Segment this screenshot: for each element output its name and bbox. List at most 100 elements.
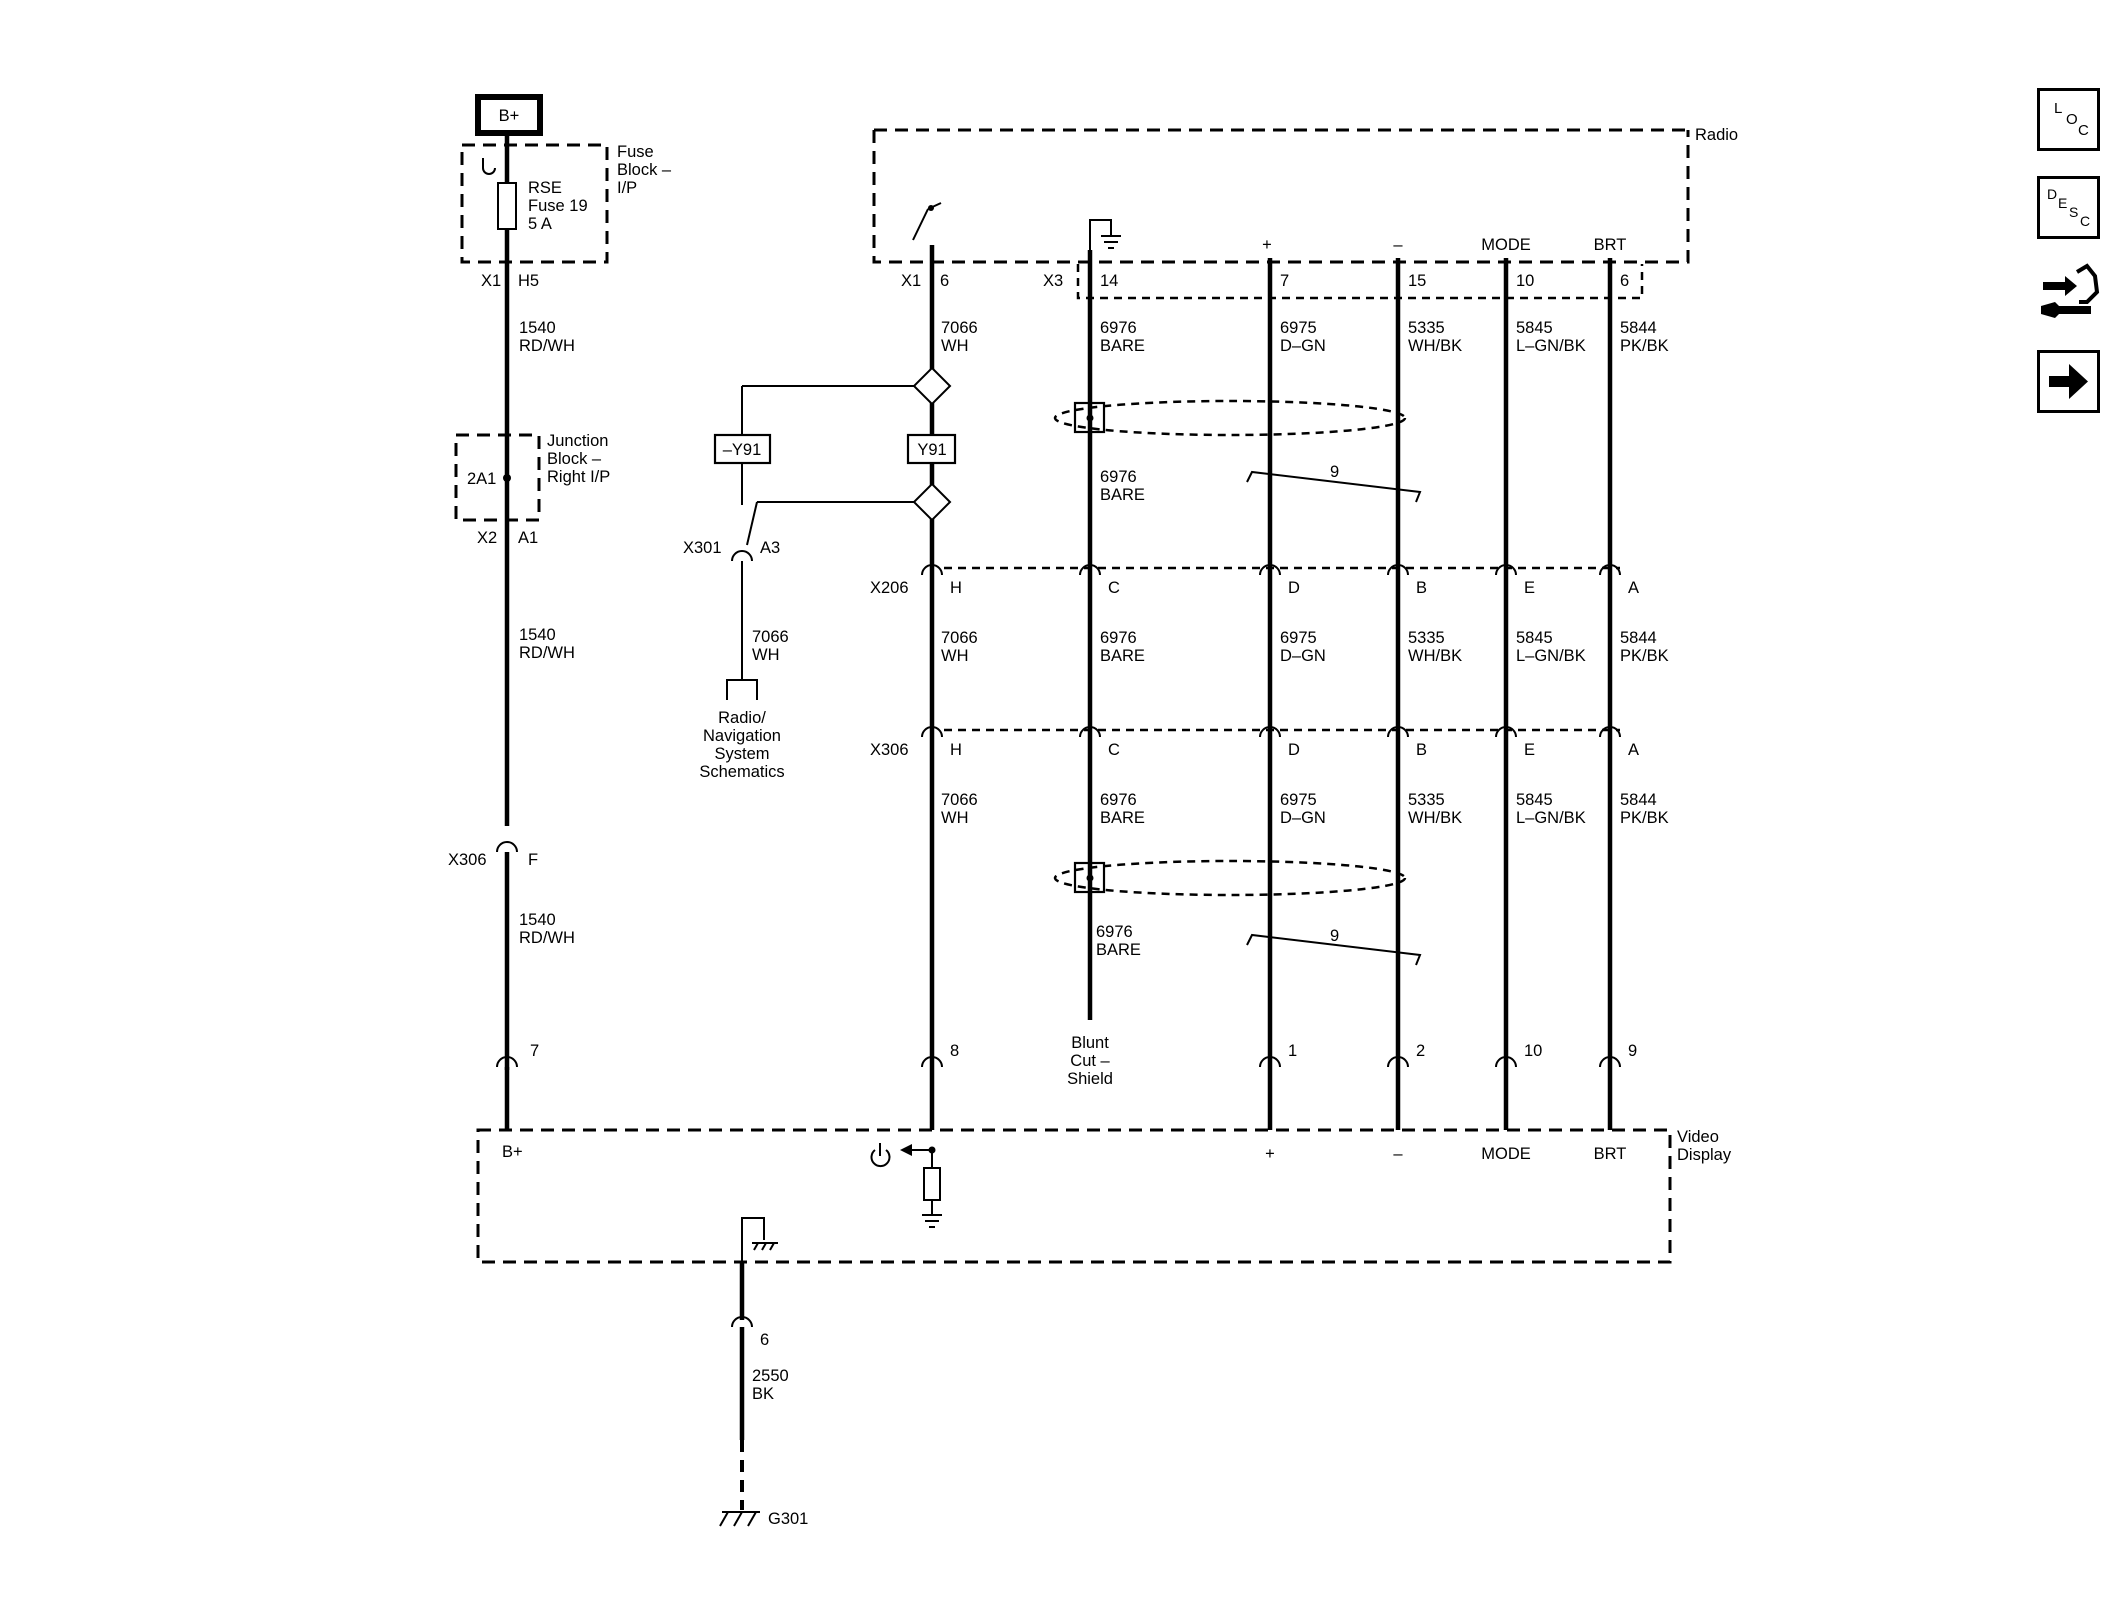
junction-terminal: 2A1 xyxy=(467,470,496,488)
c-color-5: BARE xyxy=(1096,941,1141,959)
junction-connector: X2 xyxy=(477,529,497,547)
reference-line-4: Schematics xyxy=(699,763,784,781)
radio-signal-minus: – xyxy=(1393,236,1403,254)
desc-letter-1: D xyxy=(2047,186,2057,202)
b-circuit-3: 7066 xyxy=(941,791,978,809)
desc-letter-3: S xyxy=(2069,204,2078,220)
junction-title-2: Block – xyxy=(547,450,602,468)
f-display-pin: 10 xyxy=(1524,1042,1542,1060)
ground-color: BK xyxy=(752,1385,774,1403)
fuse-connector: X1 xyxy=(481,272,501,290)
junction-block: 2A1 Junction Block – Right I/P X2 A1 xyxy=(454,432,610,547)
g-x206-pin: A xyxy=(1628,579,1639,597)
b-circuit-1: 7066 xyxy=(941,319,978,337)
g-display-pin: 9 xyxy=(1628,1042,1637,1060)
junction-title-3: Right I/P xyxy=(547,468,610,486)
g-color-3: PK/BK xyxy=(1620,809,1669,827)
twist-upper xyxy=(1246,470,1422,503)
g-color-2: PK/BK xyxy=(1620,647,1669,665)
display-signal-brt: BRT xyxy=(1594,1145,1627,1163)
arrow-right-icon xyxy=(2049,364,2088,399)
connector-diagnostic-button[interactable] xyxy=(2035,262,2103,330)
e-color-3: WH/BK xyxy=(1408,809,1462,827)
shield-lower xyxy=(1053,859,1407,897)
fuse-block-title-2: Block – xyxy=(617,161,672,179)
d-circuit-3: 6975 xyxy=(1280,791,1317,809)
loc-letter-3: C xyxy=(2078,122,2089,139)
pull-down-resistor xyxy=(923,1167,941,1201)
e-circuit-1: 5335 xyxy=(1408,319,1445,337)
ground-symbol-g301 xyxy=(719,1511,760,1527)
reference-line-2: Navigation xyxy=(703,727,781,745)
x301-connector: X301 xyxy=(683,539,722,557)
c-x306-pin: C xyxy=(1108,741,1120,759)
ground-circuit: 2550 xyxy=(752,1367,789,1385)
description-button[interactable]: D E S C xyxy=(2037,176,2100,239)
g-circuit-2: 5844 xyxy=(1620,629,1657,647)
location-button[interactable]: L O C xyxy=(2037,88,2100,151)
e-x206-pin: B xyxy=(1416,579,1427,597)
display-signal-mode: MODE xyxy=(1481,1145,1531,1163)
f-color-3: L–GN/BK xyxy=(1516,809,1586,827)
fuse-pin: H5 xyxy=(518,272,539,290)
c-color-1: BARE xyxy=(1100,337,1145,355)
option-with-y91-box xyxy=(906,433,957,465)
f-radio-pin: 10 xyxy=(1516,272,1534,290)
radio-signal-brt: BRT xyxy=(1594,236,1627,254)
radio-x1-connector: X1 xyxy=(901,272,921,290)
power-x306-connector: X306 xyxy=(448,851,487,869)
video-display-module: Video Display B+ + – MODE BRT xyxy=(476,1128,1732,1264)
d-x206-pin: D xyxy=(1288,579,1300,597)
d-display-pin: 1 xyxy=(1288,1042,1297,1060)
fuse-block-title-3: I/P xyxy=(617,179,637,197)
fuse-number: Fuse 19 xyxy=(528,197,588,215)
b-circuit-2: 7066 xyxy=(941,629,978,647)
e-x306-pin: B xyxy=(1416,741,1427,759)
shield-end-1: Blunt xyxy=(1071,1034,1109,1052)
fuse-block: Fuse Block – I/P RSE Fuse 19 5 A X1 H5 xyxy=(460,143,672,290)
display-signal-plus: + xyxy=(1265,1145,1275,1163)
c-color-3: BARE xyxy=(1100,647,1145,665)
x301-circuit: 7066 xyxy=(752,628,789,646)
radio-signal-mode: MODE xyxy=(1481,236,1531,254)
video-display-title-1: Video xyxy=(1677,1128,1719,1146)
c-circuit-4: 6976 xyxy=(1100,791,1137,809)
f-color-2: L–GN/BK xyxy=(1516,647,1586,665)
x301-pin: A3 xyxy=(760,539,780,557)
f-circuit-2: 5845 xyxy=(1516,629,1553,647)
reference-line-1: Radio/ xyxy=(718,709,766,727)
video-display-title-2: Display xyxy=(1677,1146,1732,1164)
e-circuit-2: 5335 xyxy=(1408,629,1445,647)
radio-navigation-reference[interactable]: Radio/ Navigation System Schematics xyxy=(699,709,784,781)
radio-module: Radio + – MODE BRT X1 X3 xyxy=(872,126,1738,300)
ground-pin: 6 xyxy=(760,1331,769,1349)
power-x306-pin: F xyxy=(528,851,538,869)
d-radio-pin: 7 xyxy=(1280,272,1289,290)
desc-letter-2: E xyxy=(2058,195,2067,211)
f-color-1: L–GN/BK xyxy=(1516,337,1586,355)
power-wire-color-3: RD/WH xyxy=(519,929,575,947)
desc-icon: D E S C xyxy=(2047,186,2090,229)
b-color-1: WH xyxy=(941,337,969,355)
loc-letter-1: L xyxy=(2054,100,2062,117)
power-wire-color-1: RD/WH xyxy=(519,337,575,355)
c-circuit-5: 6976 xyxy=(1096,923,1133,941)
g-circuit-3: 5844 xyxy=(1620,791,1657,809)
power-wire-circuit-3: 1540 xyxy=(519,911,556,929)
c-color-4: BARE xyxy=(1100,809,1145,827)
desc-letter-4: C xyxy=(2080,213,2090,229)
g-x306-pin: A xyxy=(1628,741,1639,759)
x301-color: WH xyxy=(752,646,780,664)
d-color-1: D–GN xyxy=(1280,337,1326,355)
battery-source: B+ xyxy=(475,94,543,136)
shield-end-2: Cut – xyxy=(1070,1052,1110,1070)
f-x206-pin: E xyxy=(1524,579,1535,597)
c-circuit-2: 6976 xyxy=(1100,468,1137,486)
option-without-y91: –Y91 xyxy=(723,441,762,459)
loc-letter-2: O xyxy=(2066,111,2078,128)
ground-label: G301 xyxy=(768,1510,808,1528)
next-page-button[interactable] xyxy=(2037,350,2100,413)
shield-upper xyxy=(1053,399,1407,437)
e-radio-pin: 15 xyxy=(1408,272,1426,290)
